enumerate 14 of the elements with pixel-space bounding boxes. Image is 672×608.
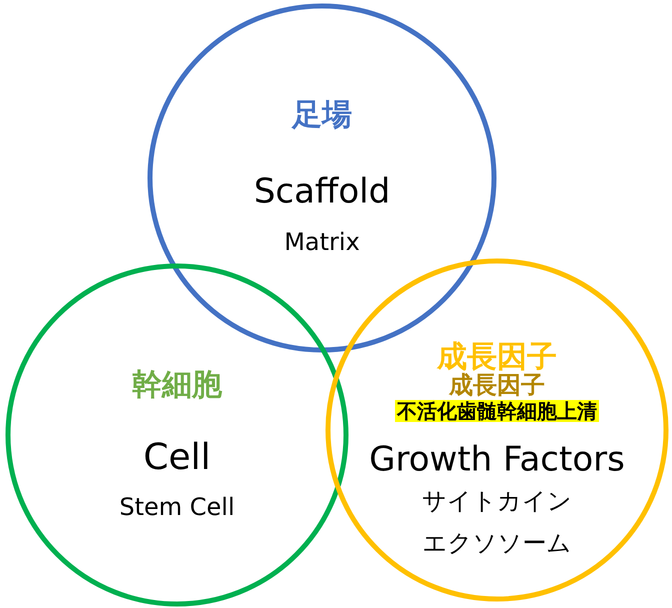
heading: 足場 (292, 98, 352, 132)
venn-circle (325, 258, 669, 602)
subtitle: Matrix (284, 228, 360, 256)
subtitle: エクソソーム (422, 530, 572, 556)
highlighted-label: 不活化歯髄幹細胞上清 (395, 400, 599, 422)
term-label: Scaffold (254, 173, 390, 211)
subtitle: Stem Cell (119, 494, 235, 520)
venn-circle (5, 263, 349, 607)
term-label: Growth Factors (369, 441, 625, 479)
heading: 成長因子 (437, 340, 557, 374)
heading: 幹細胞 (132, 368, 222, 402)
term-label: Cell (143, 438, 211, 478)
faded-heading: 成長因子 (449, 372, 545, 398)
subtitle: サイトカイン (422, 488, 572, 514)
